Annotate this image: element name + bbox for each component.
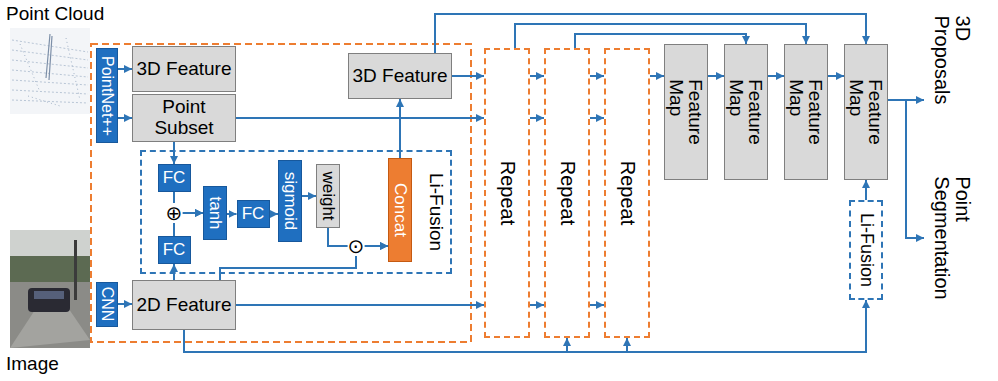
connector-arrow bbox=[236, 117, 484, 119]
connector-arrow bbox=[118, 303, 132, 305]
connector-arrow bbox=[828, 75, 844, 77]
network-block: PointNet++ bbox=[96, 48, 118, 143]
connector-arrow bbox=[708, 75, 724, 77]
multiply-symbol: ⊙ bbox=[348, 236, 365, 256]
camera-picture bbox=[10, 230, 90, 348]
node-text: Feature Map bbox=[847, 79, 885, 144]
sky bbox=[10, 230, 90, 348]
scatter-points bbox=[20, 38, 80, 106]
input-label: Point Cloud bbox=[6, 4, 104, 24]
layer-box: FC bbox=[158, 164, 191, 192]
concat-box: Concat bbox=[388, 158, 412, 262]
activation-box: sigmoid bbox=[278, 160, 302, 242]
connector-arrow bbox=[270, 213, 279, 215]
connector-arrow bbox=[590, 75, 604, 77]
connector-arrow bbox=[530, 75, 544, 77]
connector-arrow bbox=[590, 304, 604, 306]
connector-arrow bbox=[184, 330, 567, 352]
connector-arrow bbox=[768, 75, 784, 77]
node-text: tanh bbox=[206, 196, 224, 229]
add-symbol: ⊕ bbox=[166, 203, 183, 223]
node-text: 2D Feature bbox=[136, 295, 231, 316]
node-text: CNN bbox=[98, 287, 115, 322]
node-text: Concat bbox=[391, 183, 409, 237]
output-label: Point Segmentation bbox=[931, 176, 973, 299]
weight-box: weight bbox=[316, 164, 340, 228]
node-text: weight bbox=[319, 171, 337, 220]
stage-frame bbox=[91, 44, 471, 342]
connector-arrow bbox=[236, 304, 484, 306]
feature-box: 3D Feature bbox=[132, 46, 236, 92]
node-text: Feature Map bbox=[727, 79, 765, 144]
trees bbox=[10, 256, 90, 282]
connector-arrow bbox=[173, 142, 175, 164]
connector-arrow bbox=[173, 264, 175, 280]
node-text: PointNet++ bbox=[98, 55, 115, 135]
connector-arrow bbox=[650, 75, 664, 77]
input-label: Image bbox=[6, 354, 59, 374]
node-text: sigmoid bbox=[281, 172, 299, 231]
node-text: FC bbox=[163, 241, 186, 259]
connector-arrow bbox=[118, 117, 132, 119]
connector-arrow bbox=[184, 330, 627, 352]
fusion-module: Li-Fusion bbox=[849, 200, 883, 300]
layer-box: FC bbox=[158, 236, 191, 264]
node-text: Li-Fusion bbox=[426, 173, 447, 251]
connector-arrow bbox=[184, 300, 866, 352]
layer-box: FC bbox=[237, 200, 270, 228]
network-block: CNN bbox=[96, 282, 118, 327]
node-text: 3D Feature bbox=[136, 59, 231, 80]
feature-map: Feature Map bbox=[784, 44, 828, 180]
connector-arrow bbox=[227, 213, 237, 215]
connector-arrow bbox=[452, 75, 484, 77]
pole-points bbox=[46, 34, 52, 80]
node-text: Point Subset bbox=[133, 97, 235, 138]
output-arrow bbox=[906, 100, 924, 238]
connector-arrow bbox=[575, 34, 746, 48]
node-text: FC bbox=[242, 205, 265, 223]
node-text: Repeat bbox=[496, 161, 518, 226]
feature-map: Feature Map bbox=[844, 44, 888, 180]
road-lane bbox=[10, 290, 90, 348]
connector-arrow bbox=[530, 117, 544, 119]
feature-box: 3D Feature bbox=[348, 53, 452, 99]
pole bbox=[74, 240, 77, 300]
car-window bbox=[34, 291, 64, 299]
fusion-module: Li-FusionFCFCtanhFCsigmoidweightConcat bbox=[140, 150, 452, 274]
node-text: Repeat bbox=[616, 161, 638, 226]
feature-map: Feature Map bbox=[664, 44, 708, 180]
road bbox=[10, 282, 90, 348]
connector-arrow bbox=[530, 304, 544, 306]
repeat-block: Repeat bbox=[484, 48, 530, 338]
connector-arrow bbox=[302, 195, 316, 197]
feature-box: 2D Feature bbox=[132, 280, 236, 330]
node-text: Li-Fusion bbox=[856, 213, 875, 287]
connector-arrow bbox=[118, 68, 132, 70]
repeat-block: Repeat bbox=[544, 48, 590, 338]
output-label: 3D Proposals bbox=[931, 16, 973, 105]
connector-arrow bbox=[590, 117, 604, 119]
point-cloud-picture bbox=[10, 28, 90, 114]
repeat-block: Repeat bbox=[604, 48, 650, 338]
node-text: Feature Map bbox=[667, 79, 705, 144]
point-cloud-ground bbox=[10, 28, 90, 114]
connector-arrow bbox=[865, 180, 867, 200]
feature-box: Point Subset bbox=[132, 94, 236, 142]
car bbox=[28, 288, 70, 312]
node-text: Feature Map bbox=[787, 79, 825, 144]
node-text: FC bbox=[163, 169, 186, 187]
activation-box: tanh bbox=[203, 186, 227, 240]
feature-map: Feature Map bbox=[724, 44, 768, 180]
node-text: Repeat bbox=[556, 161, 578, 226]
node-text: 3D Feature bbox=[352, 66, 447, 87]
